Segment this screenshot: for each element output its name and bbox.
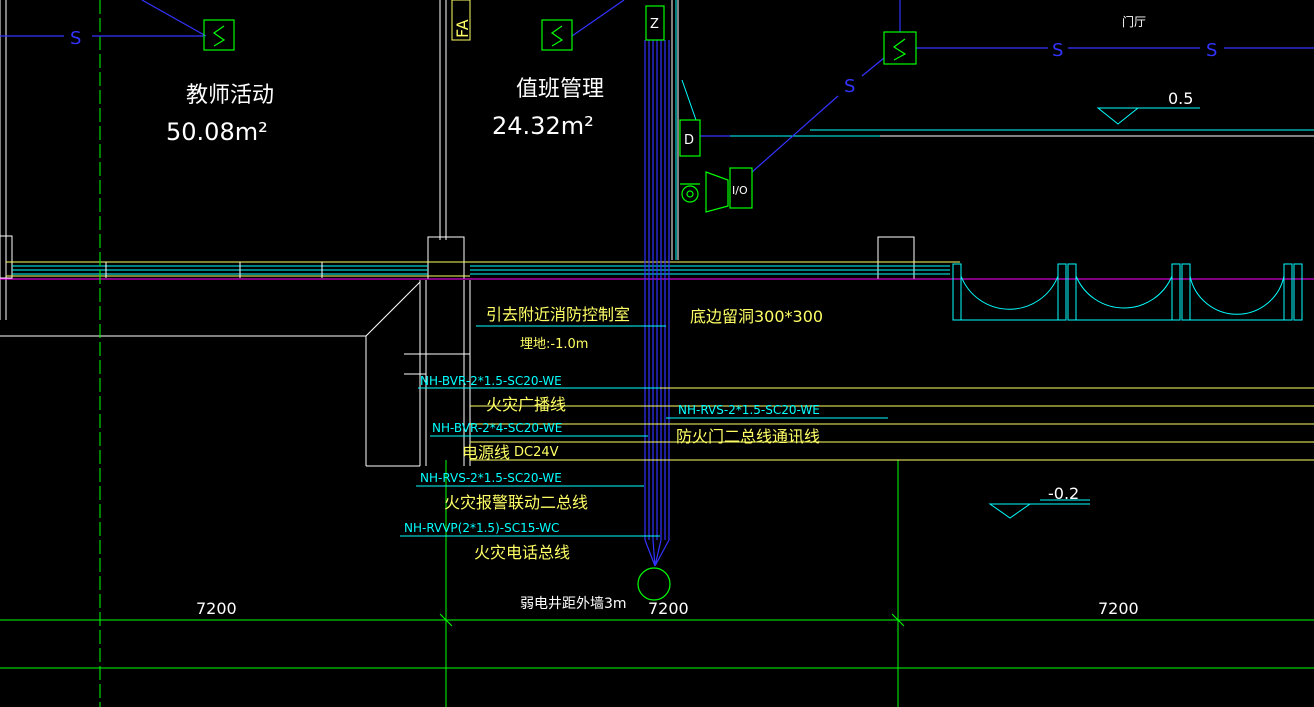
smoke-mark: S	[70, 28, 81, 49]
d-module-icon	[679, 119, 701, 157]
hole-note: 底边留洞300*300	[690, 307, 823, 326]
smoke-mark: S	[844, 76, 855, 97]
dimension-3: 7200	[1098, 599, 1139, 618]
smoke-mark: S	[1206, 40, 1217, 61]
junction-box-icon	[637, 567, 671, 601]
level-lower: -0.2	[1048, 484, 1079, 503]
z-label: Z	[650, 17, 659, 32]
walls	[0, 0, 1314, 467]
cable-extra-3: DC24V	[514, 445, 559, 460]
fa-label: FA	[453, 19, 472, 38]
dimension-2: 7200	[648, 599, 689, 618]
cable-spec-1: NH-BVR-2*1.5-SC20-WE	[420, 374, 562, 388]
cable-spec-3: NH-BVR-2*4-SC20-WE	[432, 421, 562, 435]
fa-box	[451, 0, 471, 41]
depth-note: 埋地:-1.0m	[520, 337, 588, 352]
z-module-icon	[645, 5, 665, 41]
room-name-teacher: 教师活动	[186, 83, 274, 108]
level-upper: 0.5	[1168, 89, 1193, 108]
cable-leaders	[400, 325, 1314, 537]
cable-spec-5: NH-RVVP(2*1.5)-SC15-WC	[404, 521, 559, 535]
level-markers	[988, 107, 1200, 519]
cyan-lines	[675, 0, 1314, 260]
io-label: I/O	[732, 184, 748, 197]
cable-desc-5: 火灾电话总线	[474, 543, 570, 562]
dimension-1: 7200	[196, 599, 237, 618]
d-label: D	[684, 133, 694, 148]
cable-desc-3: 电源线	[462, 443, 510, 462]
grid	[0, 460, 1314, 707]
room-area-teacher: 50.08m²	[166, 118, 268, 146]
smoke-detector-icon	[541, 19, 573, 51]
cable-riser	[644, 40, 670, 567]
cable-desc-1: 火灾广播线	[486, 395, 566, 414]
smoke-mark: S	[1052, 40, 1063, 61]
smoke-detector-icon	[203, 19, 235, 51]
labels: 教师活动 50.08m² 值班管理 24.32m² 门厅 0.5 -0.2 FA…	[70, 14, 1217, 618]
smoke-wiring	[0, 0, 1314, 173]
cable-desc-2: 防火门二总线通讯线	[676, 427, 820, 446]
room-area-duty: 24.32m²	[492, 112, 594, 140]
distance-note: 弱电井距外墙3m	[520, 596, 627, 612]
speaker-icon	[680, 171, 729, 213]
route-note: 引去附近消防控制室	[486, 305, 630, 324]
columns	[0, 235, 915, 280]
smoke-detector-icon	[883, 31, 917, 65]
room-name-lobby: 门厅	[1122, 14, 1146, 29]
doors	[952, 263, 1303, 321]
smoke-detectors	[203, 5, 917, 601]
cable-desc-4: 火灾报警联动二总线	[444, 493, 588, 512]
cable-spec-2: NH-RVS-2*1.5-SC20-WE	[678, 403, 820, 417]
cable-spec-4: NH-RVS-2*1.5-SC20-WE	[420, 471, 562, 485]
io-module-icon	[729, 167, 753, 209]
room-name-duty: 值班管理	[516, 77, 604, 102]
